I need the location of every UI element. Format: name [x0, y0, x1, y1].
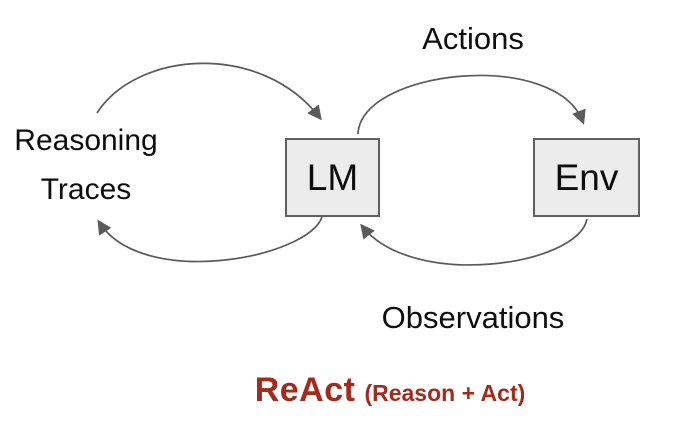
lm-node: LM: [285, 138, 380, 217]
edge-lm-to-reasoning: [97, 216, 323, 263]
env-node: Env: [533, 138, 640, 217]
reasoning-traces-label-line1: Reasoning: [14, 124, 158, 157]
diagram-title: ReAct (Reason + Act): [52, 371, 676, 410]
edge-lm-to-env-actions: [357, 74, 586, 135]
diagram-title-main: ReAct: [254, 371, 356, 409]
diagram-title-sub: (Reason + Act): [364, 380, 526, 406]
edge-env-to-lm-observations: [360, 218, 588, 266]
reasoning-traces-label: Reasoning Traces: [5, 116, 167, 214]
edge-reasoning-to-lm: [96, 62, 322, 121]
actions-label: Actions: [422, 21, 524, 56]
reasoning-traces-label-line2: Traces: [40, 173, 132, 206]
observations-label: Observations: [381, 300, 565, 335]
